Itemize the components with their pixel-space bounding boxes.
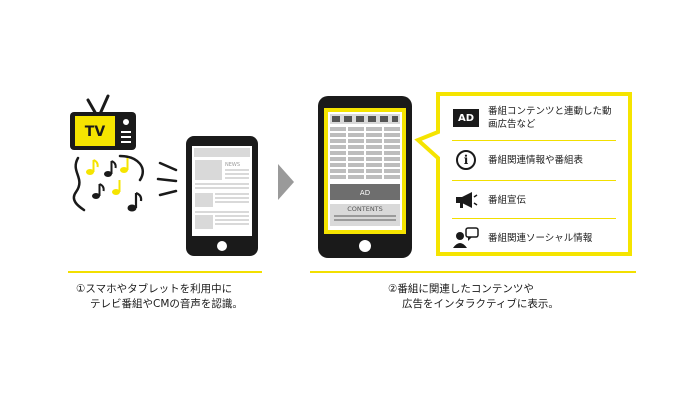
sound-swirl-left <box>72 156 86 212</box>
callout-item-info: i 番組関連情報や番組表 <box>452 142 616 178</box>
music-note-1 <box>86 159 99 175</box>
step-2-line-1: ②番組に関連したコンテンツや <box>388 283 534 295</box>
sound-line-3 <box>158 189 178 197</box>
step-1-line-1: ①スマホやタブレットを利用中に <box>76 283 233 295</box>
right-phone: AD CONTENTS <box>318 96 412 258</box>
tv-speaker-line-2 <box>121 136 131 138</box>
step-1-line-2: テレビ番組やCMの音声を認識。 <box>90 298 243 310</box>
music-note-3 <box>120 158 129 173</box>
callout-frame <box>414 92 632 256</box>
ad-banner <box>330 184 400 200</box>
tv-screen <box>75 116 115 146</box>
step-2-underline <box>310 271 636 273</box>
tv-speaker-line-3 <box>121 141 131 143</box>
tv-speaker-line-1 <box>121 131 131 133</box>
right-phone-home-button <box>359 240 371 252</box>
step-2-line-2: 広告をインタラクティブに表示。 <box>402 298 559 310</box>
callout-item-text: 番組コンテンツと連動した動画広告など <box>488 106 612 130</box>
sound-line-2 <box>156 177 178 183</box>
callout-item-ad: AD 番組コンテンツと連動した動画広告など <box>452 100 616 136</box>
tv-antenna-right <box>98 94 110 116</box>
social-chat-icon <box>452 224 480 252</box>
left-scene: TV NEWS <box>70 94 258 256</box>
sound-swirl-right <box>118 154 145 182</box>
step-2-caption: ②番組に関連したコンテンツや 広告をインタラクティブに表示。 <box>388 282 559 312</box>
callout-item-text: 番組関連ソーシャル情報 <box>488 232 593 244</box>
callout-item-promo: 番組宣伝 <box>452 182 616 218</box>
sound-line-1 <box>158 161 178 172</box>
arrow-icon <box>278 164 294 200</box>
tv-label: TV <box>85 124 106 140</box>
news-label: NEWS <box>225 162 240 168</box>
music-note-4 <box>92 183 105 199</box>
callout-item-social: 番組関連ソーシャル情報 <box>452 220 616 256</box>
program-guide-grid <box>330 127 400 179</box>
megaphone-icon <box>452 186 480 214</box>
callout-divider <box>452 140 616 141</box>
callout-divider <box>452 218 616 219</box>
left-phone-home-button <box>217 241 227 251</box>
callout-item-text: 番組関連情報や番組表 <box>488 154 584 166</box>
ad-banner-label: AD <box>360 189 370 197</box>
step-1-caption: ①スマホやタブレットを利用中に テレビ番組やCMの音声を認識。 <box>76 282 243 312</box>
music-note-6 <box>127 191 143 212</box>
ad-icon: AD <box>452 104 480 132</box>
tv-knob <box>123 119 129 125</box>
callout-divider <box>452 180 616 181</box>
contents-label: CONTENTS <box>347 205 383 213</box>
music-note-2 <box>104 160 117 177</box>
music-note-5 <box>112 180 121 195</box>
step-1-underline <box>68 271 262 273</box>
tv-antenna-left <box>86 98 98 116</box>
info-icon: i <box>452 146 480 174</box>
callout-item-text: 番組宣伝 <box>488 194 527 206</box>
